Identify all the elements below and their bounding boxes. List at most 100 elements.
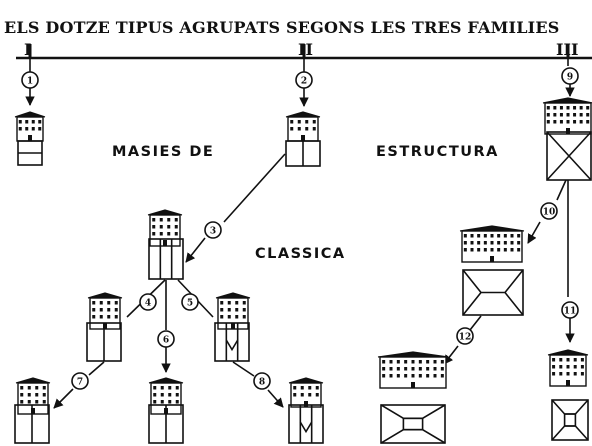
house-window [404, 374, 408, 378]
house-window [315, 386, 319, 390]
house-window [235, 301, 239, 305]
house-window [27, 400, 31, 404]
connector-line [223, 153, 286, 223]
house-window [477, 241, 481, 245]
house-window [235, 308, 239, 312]
number-label: 7 [77, 378, 83, 388]
house-window [546, 113, 550, 117]
house-window [27, 393, 31, 397]
house-window [389, 374, 393, 378]
type-number-7: 7 [71, 372, 89, 390]
house-window [290, 120, 294, 124]
plan-type-10 [462, 269, 524, 316]
house-window [426, 374, 430, 378]
house-window [477, 234, 481, 238]
house-roof [14, 111, 46, 118]
house-roof [288, 377, 324, 384]
house-window [297, 127, 301, 131]
house-window [566, 113, 570, 117]
house-window [174, 225, 178, 229]
house-window [220, 308, 224, 312]
house-window [107, 315, 111, 319]
connector-line [469, 315, 482, 331]
house-window [35, 393, 39, 397]
house-window [92, 301, 96, 305]
house-window [440, 360, 444, 364]
house-window [175, 386, 179, 390]
plan-outline [148, 238, 184, 280]
house-window [517, 234, 521, 238]
label-masies-de: MASIES DE [112, 144, 215, 160]
house-window [160, 393, 164, 397]
house-window [497, 248, 501, 252]
plan-type-9 [546, 131, 592, 181]
arrow [267, 389, 284, 408]
plan-outline [214, 322, 250, 362]
house-window [546, 120, 550, 124]
type-number-2: 2 [295, 71, 313, 89]
house-window [586, 113, 590, 117]
house-roof [285, 111, 321, 118]
house-type-1 [14, 111, 46, 142]
plan-y [225, 339, 239, 352]
house-window [315, 393, 319, 397]
house-window [92, 308, 96, 312]
house-type-4 [87, 292, 123, 330]
number-label: 12 [459, 333, 472, 343]
house-window [497, 234, 501, 238]
house-window [160, 386, 164, 390]
house-window [586, 106, 590, 110]
house-window [152, 218, 156, 222]
plan-outline [462, 269, 524, 316]
house-window [152, 225, 156, 229]
house-window [42, 400, 46, 404]
house-window [107, 308, 111, 312]
house-window [220, 301, 224, 305]
house-window [490, 248, 494, 252]
house-type-12 [377, 351, 449, 389]
house-window [503, 234, 507, 238]
plan-type-1 [17, 140, 43, 166]
house-window [167, 232, 171, 236]
house-window [290, 127, 294, 131]
house-type-8 [288, 377, 324, 408]
number-circle [253, 372, 271, 390]
house-window [159, 218, 163, 222]
house-window [38, 120, 42, 124]
plan-type-8 [288, 404, 324, 444]
type-number-8: 8 [253, 372, 271, 390]
house-window [517, 241, 521, 245]
house-window [382, 374, 386, 378]
number-label: 2 [301, 77, 307, 87]
house-window [396, 367, 400, 371]
house-window [418, 367, 422, 371]
house-window [38, 127, 42, 131]
house-roof [547, 349, 589, 356]
house-door [28, 135, 32, 141]
house-window [566, 372, 570, 376]
house-window [389, 367, 393, 371]
house-window [503, 248, 507, 252]
house-window [573, 365, 577, 369]
number-circle [139, 293, 157, 311]
plan-type-5 [214, 322, 250, 362]
arrow [527, 221, 541, 244]
house-window [470, 234, 474, 238]
house-window [573, 113, 577, 117]
house-window [463, 234, 467, 238]
house-window [503, 241, 507, 245]
type-number-6: 6 [157, 330, 175, 348]
connector-line [88, 361, 105, 376]
number-circle [71, 372, 89, 390]
house-window [418, 374, 422, 378]
house-window [114, 301, 118, 305]
house-window [382, 367, 386, 371]
house-window [559, 372, 563, 376]
house-type-9 [542, 97, 592, 135]
house-roof [15, 377, 51, 384]
type-number-4: 4 [139, 293, 157, 311]
plan-center [402, 417, 424, 431]
plan-outline [546, 131, 592, 181]
